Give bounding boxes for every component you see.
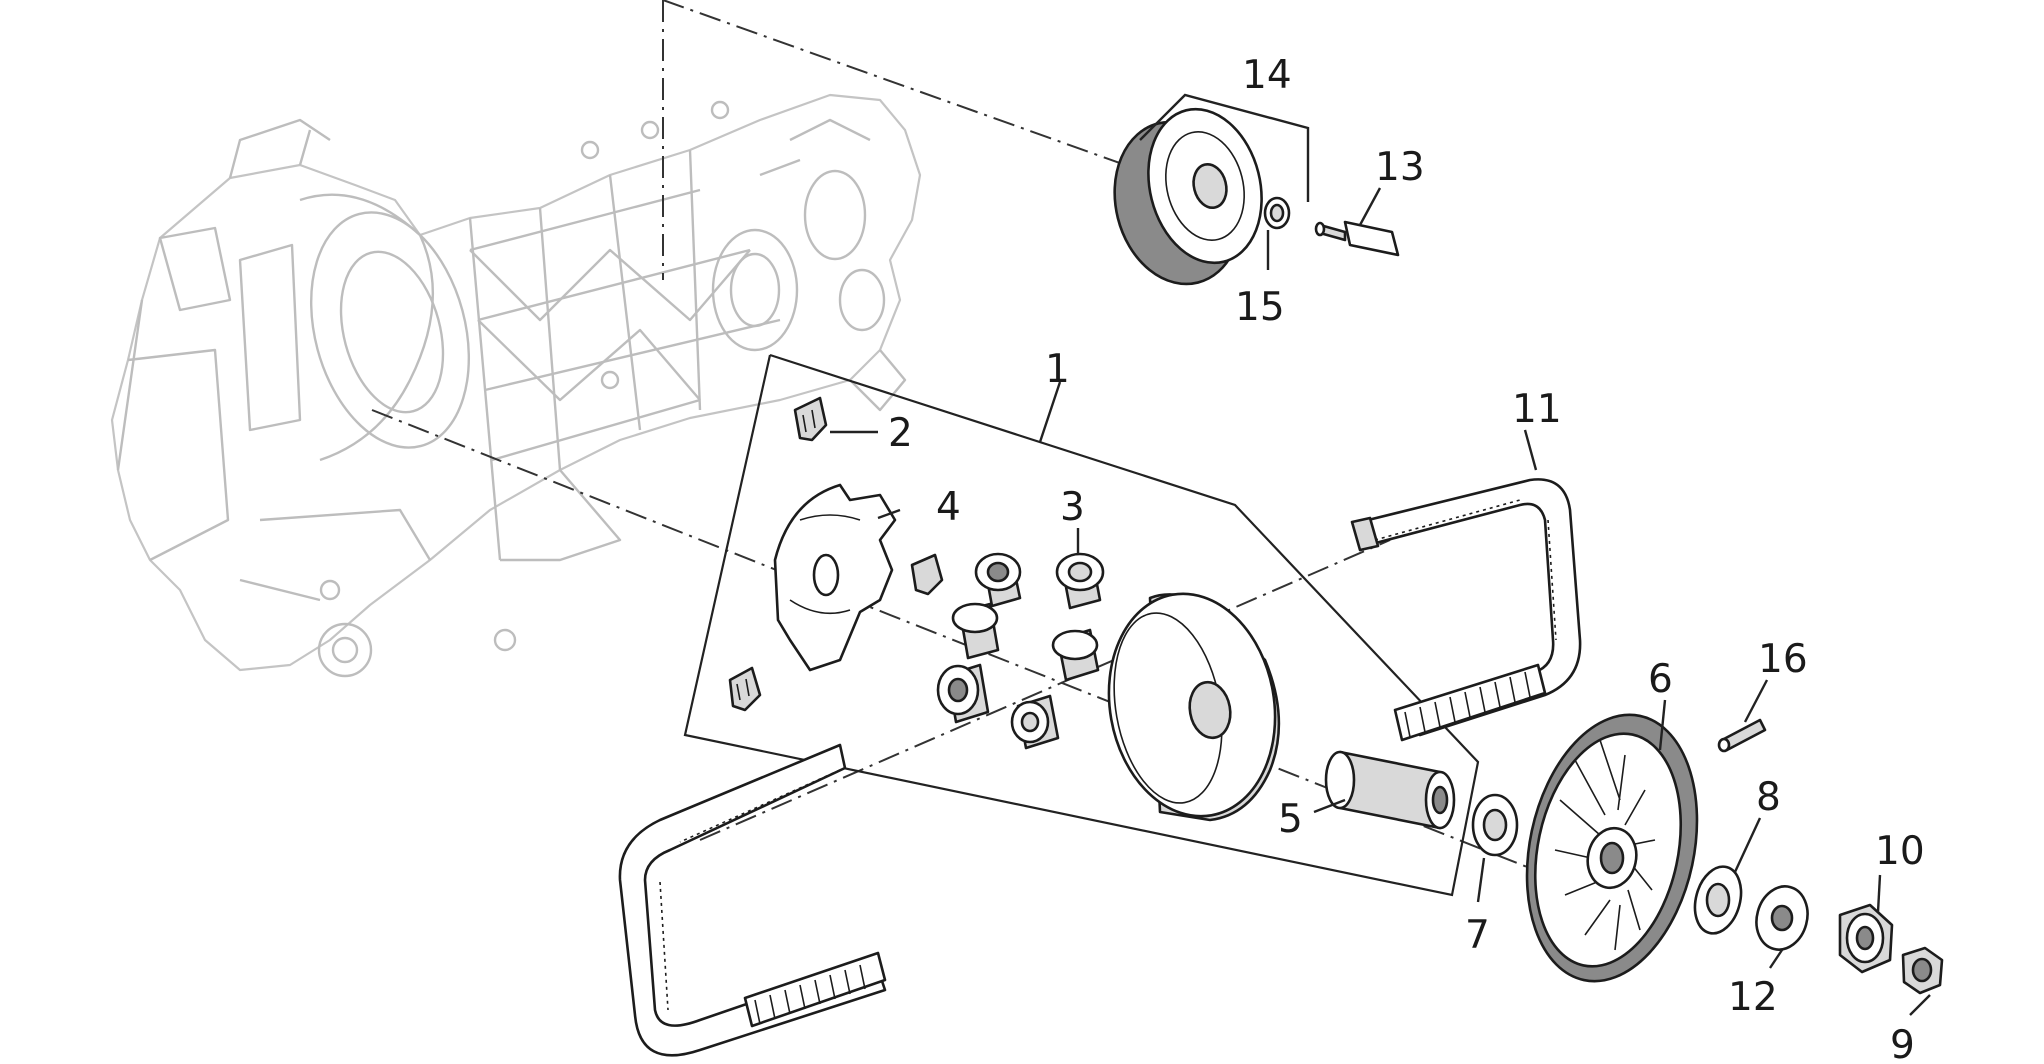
callout-7: 7 xyxy=(1465,913,1490,958)
crankcase-drawing xyxy=(110,93,922,678)
callout-11: 11 xyxy=(1512,387,1562,432)
callout-10: 10 xyxy=(1875,829,1925,874)
leader-lines xyxy=(830,93,1931,1016)
roller-drawing xyxy=(1010,694,1060,750)
callout-2: 2 xyxy=(888,411,913,456)
callout-8: 8 xyxy=(1756,775,1781,820)
slider-drawing xyxy=(910,553,944,596)
callout-5: 5 xyxy=(1278,797,1303,842)
callout-1: 1 xyxy=(1045,347,1070,392)
drive-belt-drawing xyxy=(618,743,887,1057)
callout-12: 12 xyxy=(1728,975,1778,1020)
washer-drawing xyxy=(1693,865,1743,935)
callout-16: 16 xyxy=(1758,637,1808,682)
callout-15: 15 xyxy=(1235,285,1285,330)
callout-6: 6 xyxy=(1648,657,1673,702)
ring-drawing xyxy=(1263,196,1291,230)
pin-drawing xyxy=(1717,718,1767,753)
bushing-drawing xyxy=(1324,750,1456,830)
callout-labels: 1 2 3 4 5 6 7 8 9 10 11 12 13 14 15 16 xyxy=(888,53,1925,1064)
tensioner-roller-drawing xyxy=(1113,107,1263,286)
washer-drawing xyxy=(1471,793,1519,857)
callout-9: 9 xyxy=(1890,1023,1915,1064)
fan-pulley-drawing xyxy=(1525,713,1699,983)
roller-drawing xyxy=(1055,552,1105,610)
roller-drawing xyxy=(1051,628,1100,682)
ramp-plate-drawing xyxy=(773,483,897,672)
slider-drawing xyxy=(728,666,762,712)
callout-13: 13 xyxy=(1375,145,1425,190)
roller-drawing xyxy=(951,602,1000,660)
callout-3: 3 xyxy=(1060,485,1085,530)
nut-drawing xyxy=(1838,903,1894,974)
callout-4: 4 xyxy=(936,485,961,530)
bolt-drawing xyxy=(1314,220,1400,257)
slider-drawing xyxy=(793,396,828,442)
kit-frame xyxy=(683,353,1480,897)
nut-drawing xyxy=(1901,946,1944,995)
washer-drawing xyxy=(1755,885,1809,951)
callout-14: 14 xyxy=(1242,53,1292,98)
variator-pulley-drawing xyxy=(1107,592,1281,822)
drive-belt-drawing xyxy=(1350,478,1582,742)
roller-drawing xyxy=(936,663,990,724)
roller-drawing xyxy=(974,552,1022,608)
